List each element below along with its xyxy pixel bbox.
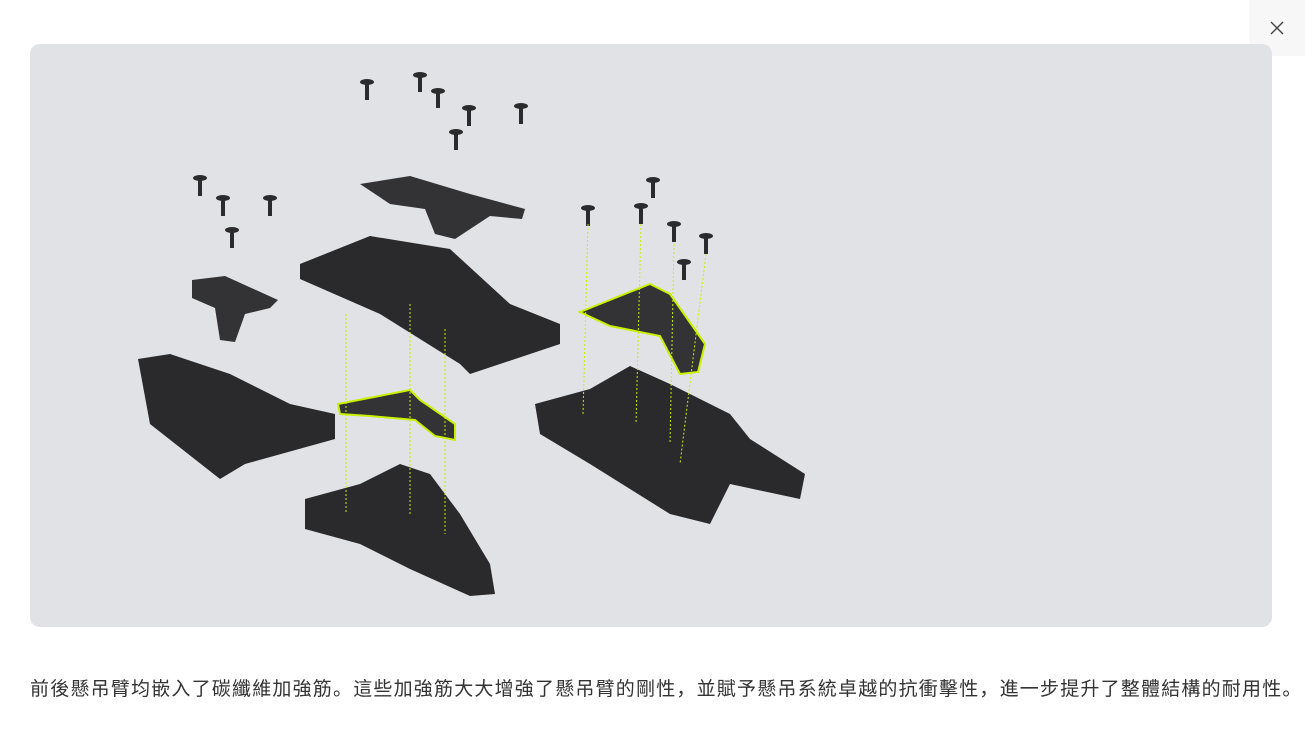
carbon-plates xyxy=(192,176,707,442)
suspension-arms xyxy=(138,236,805,596)
screws xyxy=(193,72,713,280)
close-icon xyxy=(1270,21,1284,35)
suspension-arms-illustration xyxy=(138,72,805,596)
alignment-lines xyxy=(345,223,707,534)
product-image xyxy=(30,44,1272,627)
image-caption: 前後懸吊臂均嵌入了碳纖維加強筋。這些加強筋大大增強了懸吊臂的剛性，並賦予懸吊系統… xyxy=(30,679,1303,700)
